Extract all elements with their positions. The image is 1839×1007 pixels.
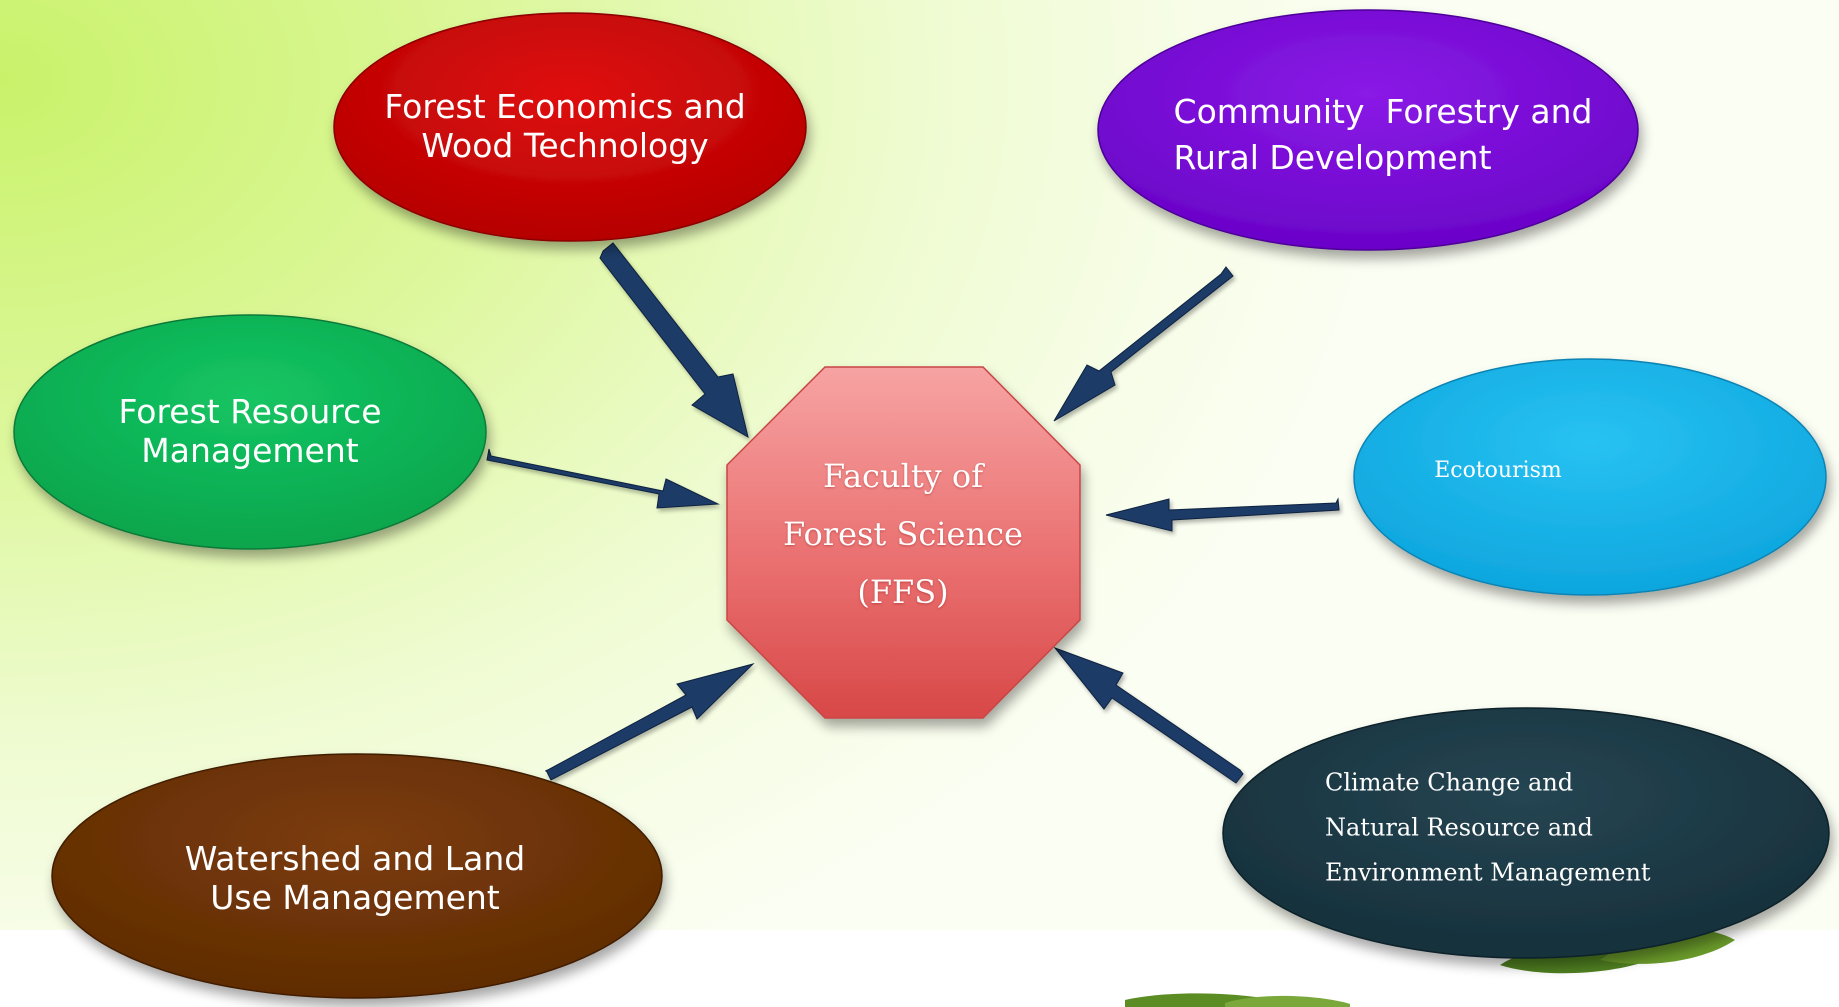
center-node-label: Faculty of Forest Science (FFS) (783, 447, 1023, 621)
node-watershed-label: Watershed and Land Use Management (184, 839, 526, 918)
arrow-ecotourism (1105, 497, 1340, 532)
center-node-line2: Forest Science (783, 515, 1023, 553)
node-forest-resource-label: Forest Resource Management (118, 392, 382, 471)
node-forest-economics-shape (333, 12, 807, 242)
arrow-forest-resource (486, 448, 720, 509)
arrow-community-forestry (1053, 266, 1234, 422)
node-forest-resource-line2: Management (141, 431, 359, 470)
arrow-forest-economics (599, 242, 749, 439)
node-forest-economics-line1: Forest Economics and (384, 87, 746, 127)
center-node-line1: Faculty of (822, 457, 984, 495)
node-climate-change-line1: Climate Change and (1325, 768, 1574, 797)
node-watershed-shape (51, 753, 663, 999)
center-octagon-shape (726, 366, 1081, 719)
node-watershed-line1: Watershed and Land (184, 839, 526, 879)
arrow-watershed (545, 663, 755, 781)
node-forest-economics-label: Forest Economics and Wood Technology (384, 87, 746, 166)
node-community-forestry-line1: Community Forestry and (1173, 91, 1593, 131)
node-watershed-line2: Use Management (210, 878, 500, 917)
center-node-line3: (FFS) (857, 573, 949, 611)
node-community-forestry-line2: Rural Development (1173, 138, 1492, 177)
arrows (486, 242, 1340, 784)
node-forest-economics-line2: Wood Technology (421, 126, 709, 165)
node-community-forestry-shape (1097, 9, 1639, 251)
node-ecotourism-label: Ecotourism (1434, 458, 1562, 484)
node-climate-change-line3: Environment Management (1325, 858, 1651, 887)
node-ecotourism-shape (1353, 358, 1827, 596)
node-community-forestry-label: Community Forestry and Rural Development (1174, 89, 1593, 181)
node-climate-change-line2: Natural Resource and (1325, 813, 1593, 842)
node-forest-resource-shape (13, 314, 487, 550)
node-ecotourism-line1: Ecotourism (1434, 458, 1562, 484)
node-climate-change-shape (1222, 707, 1830, 959)
node-forest-resource-line1: Forest Resource (118, 392, 382, 432)
node-climate-change-label: Climate Change and Natural Resource and … (1325, 761, 1651, 896)
arrow-climate (1053, 646, 1244, 784)
